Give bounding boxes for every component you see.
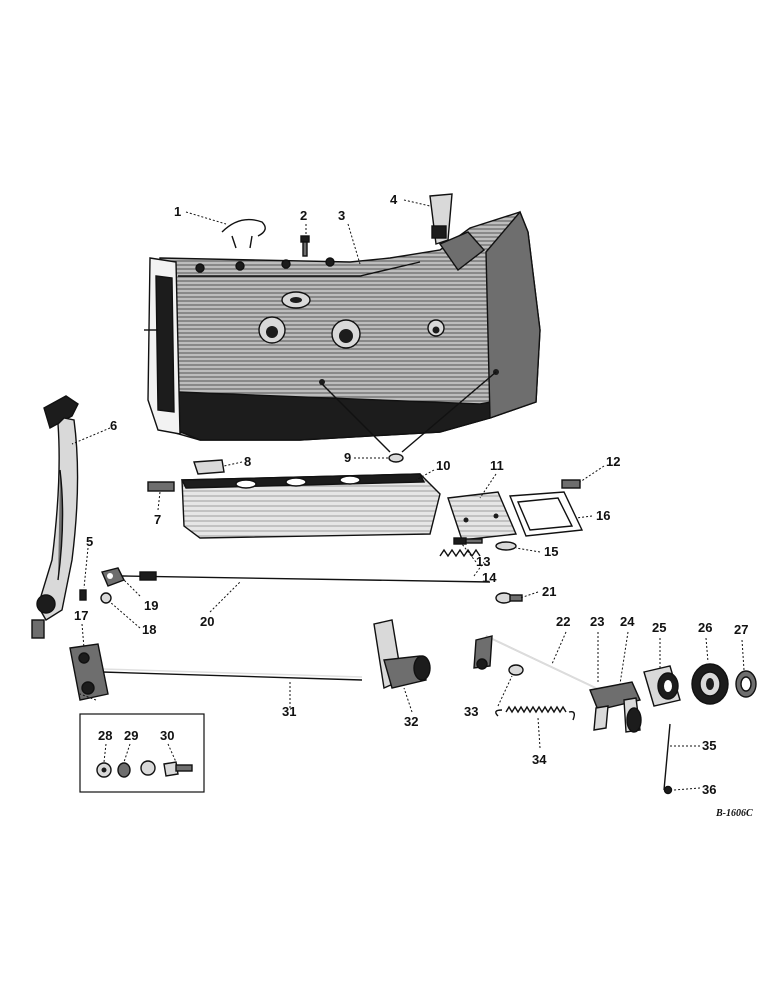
callout-labels: 1 2 3 4 6 5 7 8 9 10 11 12 13 14 15 16 1… — [74, 192, 748, 797]
fastener-kit-box — [79, 713, 205, 793]
callout-10: 10 — [436, 458, 450, 473]
gasket — [508, 491, 584, 537]
callout-26: 26 — [698, 620, 712, 635]
leader-lines — [71, 199, 745, 791]
callout-16: 16 — [596, 508, 610, 523]
callout-9: 9 — [344, 450, 351, 465]
callout-13: 13 — [476, 554, 490, 569]
callout-27: 27 — [734, 622, 748, 637]
clutch-rod — [101, 567, 491, 587]
clutch-housing — [144, 210, 541, 441]
callout-8: 8 — [244, 454, 251, 469]
callout-25: 25 — [652, 620, 666, 635]
callout-33: 33 — [464, 704, 478, 719]
callout-18: 18 — [142, 622, 156, 637]
small-plate — [193, 459, 225, 475]
lock-washer-15 — [495, 541, 517, 551]
callout-21: 21 — [542, 584, 556, 599]
drawing-code: B-1606C — [715, 808, 753, 819]
shifter-fork — [589, 681, 642, 733]
bearing-carrier — [643, 665, 681, 707]
cap-screw — [300, 235, 310, 257]
callout-2: 2 — [300, 208, 307, 223]
oil-seal — [691, 663, 729, 705]
callout-35: 35 — [702, 738, 716, 753]
return-spring — [495, 705, 576, 721]
cap-screw-13 — [453, 537, 483, 545]
callout-22: 22 — [556, 614, 570, 629]
callout-1: 1 — [174, 204, 181, 219]
callout-23: 23 — [590, 614, 604, 629]
spring-clip — [221, 218, 266, 249]
callout-34: 34 — [532, 752, 547, 767]
pin-21 — [495, 592, 523, 604]
callout-6: 6 — [110, 418, 117, 433]
callout-28: 28 — [98, 728, 112, 743]
callout-24: 24 — [620, 614, 635, 629]
callout-11: 11 — [490, 458, 504, 473]
spring-14 — [439, 548, 481, 558]
callout-32: 32 — [404, 714, 418, 729]
callout-30: 30 — [160, 728, 174, 743]
callout-20: 20 — [200, 614, 214, 629]
shaft-pin — [663, 723, 671, 791]
inspection-cover — [447, 491, 518, 541]
callout-3: 3 — [338, 208, 345, 223]
small-screw-36 — [663, 785, 673, 795]
callout-15: 15 — [544, 544, 558, 559]
shift-arm — [473, 635, 601, 691]
clutch-shaft — [69, 643, 363, 701]
bearing — [735, 670, 757, 698]
callout-14: 14 — [482, 570, 497, 585]
callout-12: 12 — [606, 454, 620, 469]
screw-12 — [561, 479, 581, 489]
pedal-bolt — [79, 589, 87, 601]
callout-19: 19 — [144, 598, 158, 613]
release-fork — [373, 619, 431, 690]
clutch-pedal — [31, 395, 79, 639]
callout-7: 7 — [154, 512, 161, 527]
callout-36: 36 — [702, 782, 716, 797]
callout-4: 4 — [390, 192, 398, 207]
callout-17: 17 — [74, 608, 88, 623]
bottom-cover — [180, 473, 441, 539]
callout-31: 31 — [282, 704, 296, 719]
dowel-pin — [147, 481, 175, 492]
clevis-pin — [100, 592, 112, 604]
callout-29: 29 — [124, 728, 138, 743]
washer-33 — [508, 664, 524, 676]
callout-5: 5 — [86, 534, 93, 549]
pipe-plug — [321, 371, 497, 463]
housing-lever — [429, 193, 486, 272]
